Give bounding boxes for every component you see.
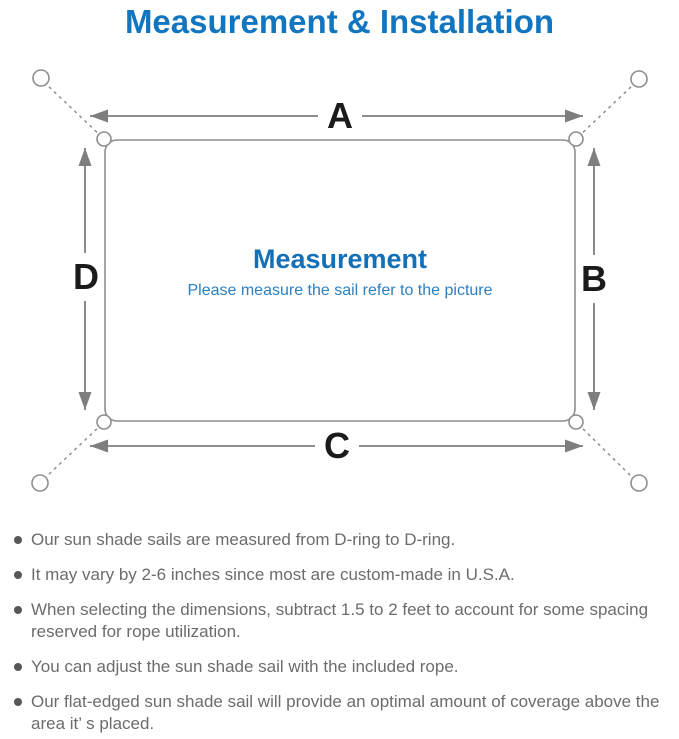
d-ring-corner-icon bbox=[568, 131, 584, 147]
bullet-icon bbox=[14, 571, 22, 579]
dimension-label-d: D bbox=[70, 253, 102, 301]
bullet-icon bbox=[14, 606, 22, 614]
page-title: Measurement & Installation bbox=[124, 3, 555, 40]
anchor-point-icon bbox=[32, 69, 50, 87]
caption-subtitle: Please measure the sail refer to the pic… bbox=[187, 282, 493, 299]
rope-dashed-line bbox=[577, 423, 634, 479]
note-text: You can adjust the sun shade sail with t… bbox=[31, 657, 459, 676]
anchor-point-icon bbox=[630, 70, 648, 88]
notes-list: Our sun shade sails are measured from D-… bbox=[10, 529, 674, 739]
rope-dashed-line bbox=[577, 84, 634, 138]
anchor-point-icon bbox=[630, 474, 648, 492]
list-item: Our sun shade sails are measured from D-… bbox=[10, 529, 674, 551]
d-ring-corner-icon bbox=[96, 131, 112, 147]
dimension-label-a: A bbox=[318, 96, 362, 136]
list-item: You can adjust the sun shade sail with t… bbox=[10, 656, 674, 678]
sail-outline bbox=[104, 139, 576, 422]
sail-center-caption: Measurement Please measure the sail refe… bbox=[130, 243, 550, 301]
note-text: Our sun shade sails are measured from D-… bbox=[31, 530, 456, 549]
note-text: When selecting the dimensions, subtract … bbox=[31, 600, 649, 641]
anchor-point-icon bbox=[31, 474, 49, 492]
dimension-label-b: B bbox=[578, 255, 610, 303]
note-text: Our flat-edged sun shade sail will provi… bbox=[31, 692, 660, 733]
dimension-label-c: C bbox=[315, 426, 359, 466]
d-ring-corner-icon bbox=[96, 414, 112, 430]
note-text: It may vary by 2-6 inches since most are… bbox=[31, 565, 515, 584]
list-item: When selecting the dimensions, subtract … bbox=[10, 599, 674, 643]
rope-dashed-line bbox=[45, 83, 103, 138]
bullet-icon bbox=[14, 536, 22, 544]
rope-dashed-line bbox=[44, 423, 103, 479]
caption-title: Measurement bbox=[252, 244, 428, 274]
d-ring-corner-icon bbox=[568, 414, 584, 430]
bullet-icon bbox=[14, 663, 22, 671]
list-item: It may vary by 2-6 inches since most are… bbox=[10, 564, 674, 586]
bullet-icon bbox=[14, 698, 22, 706]
list-item: Our flat-edged sun shade sail will provi… bbox=[10, 691, 674, 735]
